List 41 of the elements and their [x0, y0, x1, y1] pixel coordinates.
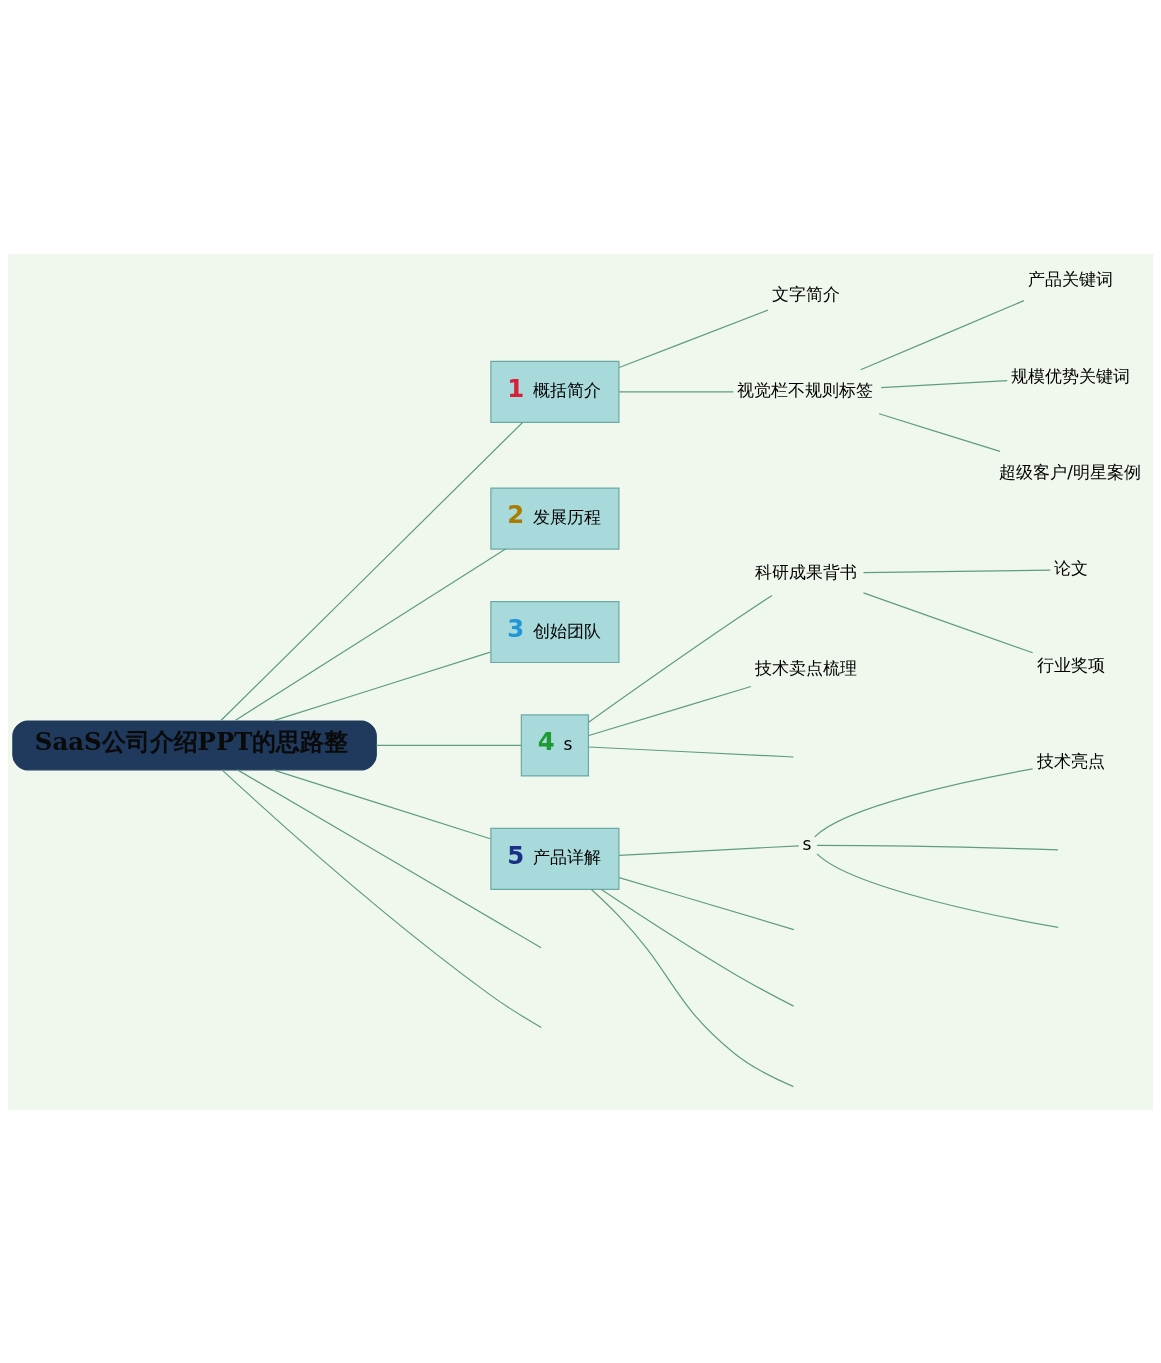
node-text: 视觉栏不规则标签: [737, 379, 874, 400]
connector: [862, 569, 1051, 573]
connector: [814, 767, 1034, 837]
connector: [588, 685, 752, 736]
node-text: 规模优势关键词: [1010, 365, 1130, 386]
connector: [618, 309, 769, 368]
connector: [588, 594, 773, 723]
connector: [618, 390, 734, 392]
connector: [860, 299, 1025, 370]
connector: [272, 768, 491, 839]
connector: [220, 421, 524, 721]
node-text: s: [802, 833, 812, 854]
connector: [862, 591, 1034, 653]
node-text: 产品关键词: [1028, 268, 1114, 289]
node-box: 3 创始团队: [490, 600, 620, 663]
connector: [588, 745, 795, 758]
connector: [816, 852, 1059, 928]
node-text: 行业奖项: [1036, 654, 1105, 675]
node-text: 技术亮点: [1036, 750, 1105, 771]
connector: [618, 876, 795, 930]
node-box: 1 概括简介: [490, 360, 620, 423]
node-text: 文字简介: [771, 283, 840, 304]
node-text: 论文: [1054, 557, 1089, 578]
node-text: 超级客户/明星案例: [999, 461, 1142, 482]
node-box: 4 s: [520, 713, 590, 776]
connector: [233, 548, 507, 722]
connector: [590, 888, 794, 1087]
connector: [878, 412, 1001, 452]
connector: [816, 844, 1059, 850]
connector: [236, 768, 542, 948]
connector: [272, 650, 491, 722]
connector: [880, 379, 1008, 388]
node-box: 2 发展历程: [490, 487, 620, 550]
connector: [221, 768, 542, 1028]
node-box: 5 产品详解: [490, 827, 620, 890]
node-text: 技术卖点梳理: [754, 657, 857, 678]
node-text: 科研成果背书: [754, 561, 857, 582]
connector: [600, 888, 795, 1007]
connector: [618, 844, 800, 856]
node-box: SaaS公司介绍PPT的思路整: [12, 719, 377, 770]
connector: [375, 744, 522, 746]
